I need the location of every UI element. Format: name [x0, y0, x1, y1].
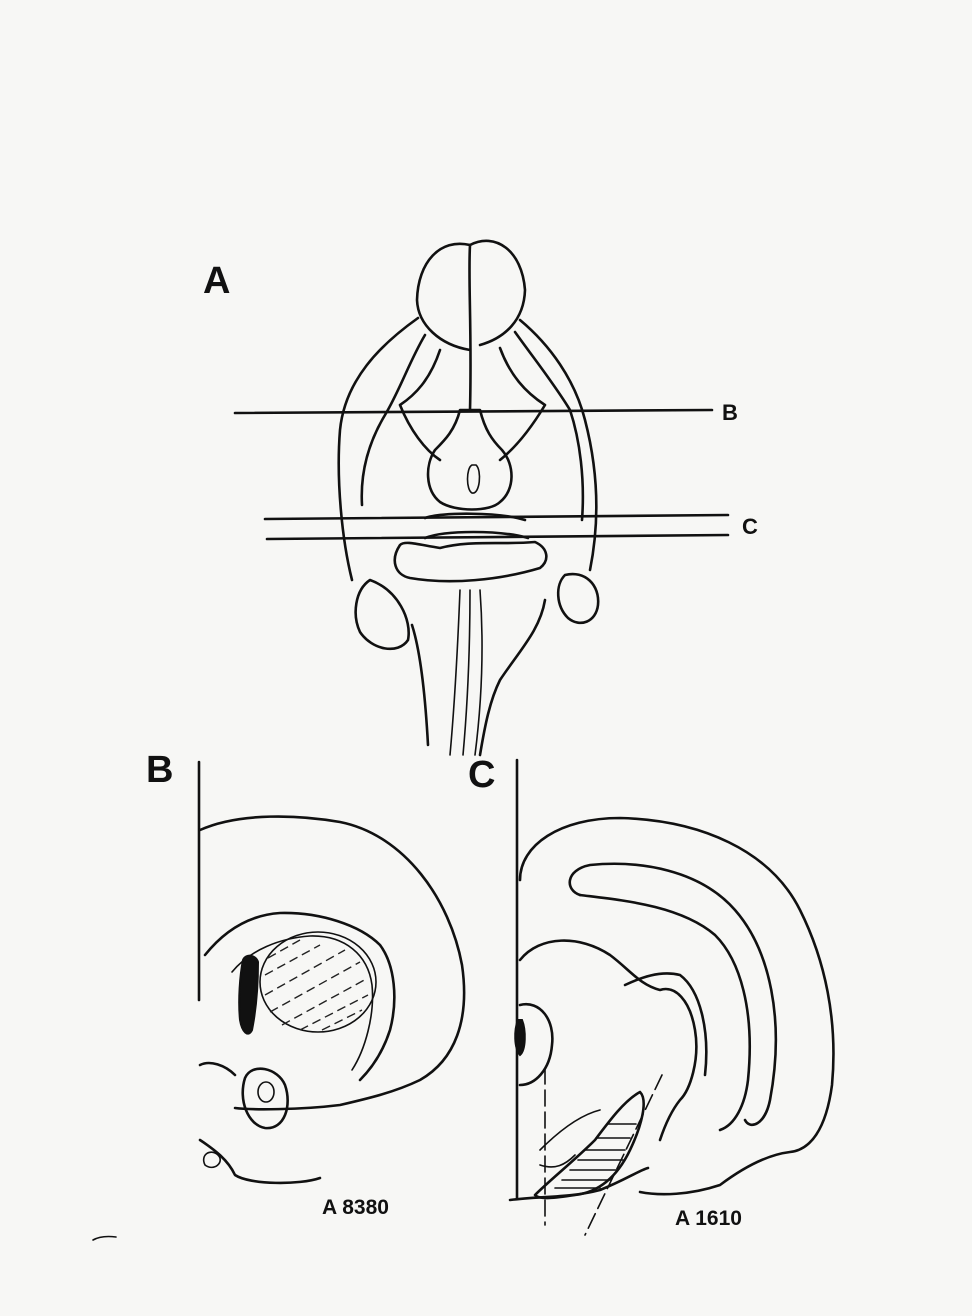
- panel-b: B A 8380: [146, 749, 464, 1219]
- panel-c: C A 1610: [468, 754, 833, 1235]
- panel-b-lesion-hatching: [265, 940, 368, 1030]
- panel-a: A: [203, 241, 758, 755]
- panel-b-anterior-commissure-core: [258, 1082, 274, 1102]
- panel-b-section-code: A 8380: [322, 1196, 389, 1219]
- panel-c-hippocampus-inner: [580, 895, 750, 1130]
- panel-c-electrode-track-diagonal: [585, 1075, 662, 1235]
- flocculus-left: [356, 580, 409, 649]
- section-line-c-label: C: [742, 514, 758, 539]
- stray-mark: [93, 1236, 116, 1240]
- panel-c-optic-wisp: [540, 1110, 600, 1167]
- panel-b-letter: B: [146, 749, 173, 791]
- panel-c-section-code: A 1610: [675, 1207, 742, 1230]
- panel-c-base: [510, 1168, 648, 1200]
- panel-c-ventricle: [515, 1020, 525, 1055]
- pituitary-stalk: [468, 465, 480, 493]
- brain-ventral-drawing: [339, 241, 598, 755]
- flocculus-right: [558, 574, 598, 623]
- hemisphere-left-outline: [339, 318, 418, 580]
- midline: [469, 245, 470, 410]
- frontal-lobe-right: [515, 332, 583, 520]
- section-line-b-label: B: [722, 400, 738, 425]
- brainstem: [412, 600, 545, 755]
- pyramidal-tracts: [450, 590, 482, 755]
- section-line-b: [235, 410, 712, 413]
- panel-b-striatum: [260, 932, 376, 1032]
- section-line-b-group: B: [235, 400, 738, 425]
- hemisphere-right-outline: [520, 320, 596, 570]
- section-line-c-lower: [267, 535, 728, 539]
- olfactory-bulb-right: [470, 241, 525, 345]
- panel-b-base: [200, 1140, 320, 1183]
- panel-a-letter: A: [203, 260, 230, 302]
- panel-b-anterior-commissure: [243, 1069, 288, 1128]
- panel-c-letter: C: [468, 754, 495, 796]
- panel-b-ventricle: [239, 956, 258, 1034]
- pons: [395, 542, 547, 581]
- panel-c-lesion-outline: [535, 1092, 644, 1198]
- olfactory-tract-left: [400, 350, 440, 460]
- panel-c-thalamus: [520, 941, 696, 1140]
